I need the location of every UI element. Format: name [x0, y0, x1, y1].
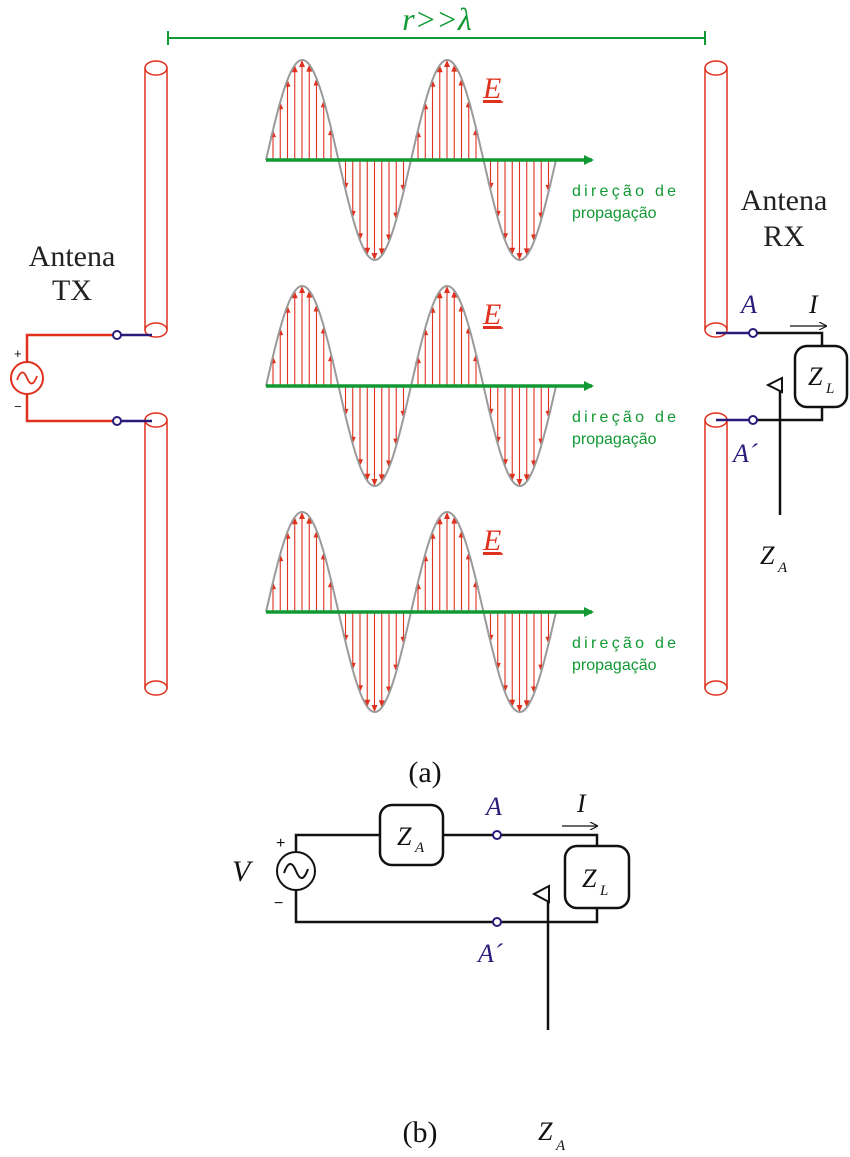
source-v-label: V [232, 855, 254, 888]
equivalent-circuit: Z A Z L + − V A A´ I Z A [232, 789, 631, 1154]
tx-minus-sign: − [14, 399, 22, 414]
field-vector-head [371, 478, 378, 486]
source-za-box [378, 803, 445, 867]
source-plus: + [276, 835, 285, 852]
field-vector-head [306, 64, 313, 72]
rx-load-z: Z [808, 362, 823, 391]
tx-antenna: + − Antena TX [10, 60, 168, 696]
field-vector-head [451, 290, 458, 298]
field-vectors [270, 286, 552, 486]
field-vector-head [516, 478, 523, 486]
rx-load-box [793, 344, 849, 409]
field-vector-head [444, 60, 450, 68]
field-vector-head [291, 65, 298, 73]
circuit-a-label: A [484, 792, 502, 821]
field-vector-head [509, 473, 516, 481]
propagation-text-line2: propagação [572, 431, 657, 448]
field-vector-head [306, 516, 313, 524]
propagation-text-line1: direção de [572, 183, 676, 200]
circuit-za-z: Z [538, 1117, 553, 1146]
distance-dimension: r>>λ [167, 1, 706, 45]
field-vector-head [364, 699, 371, 707]
field-vector-head [436, 291, 443, 299]
field-vector-head [436, 517, 443, 525]
field-vector-head [299, 512, 305, 520]
load-zl-box [563, 844, 631, 910]
source-za-sub: A [414, 840, 425, 856]
field-label: E [482, 524, 501, 557]
field-vector-head [444, 286, 450, 294]
field-vector-head [451, 516, 458, 524]
field-vector-head [516, 252, 523, 260]
field-vector-head [378, 700, 385, 708]
circuit-terminal-a [492, 830, 502, 840]
field-vector-head [299, 286, 305, 294]
tx-plus-sign: + [14, 346, 22, 361]
tx-terminal-top [112, 330, 122, 340]
field-label: E [482, 72, 501, 105]
source-minus: − [274, 895, 283, 912]
field-vector-head [306, 290, 313, 298]
rx-za-z: Z [760, 541, 775, 570]
tx-terminal-bottom [112, 416, 122, 426]
rx-terminal-a-prime-label: A´ [731, 439, 759, 468]
rx-antenna: Z L A A´ I Z A Antena RX [704, 60, 849, 696]
field-vector-head [364, 247, 371, 255]
source-za-z: Z [397, 822, 412, 851]
tx-label-line2: TX [52, 274, 92, 307]
field-label: E [482, 298, 501, 331]
circuit-za-sub: A [555, 1138, 566, 1154]
field-vector-head [451, 64, 458, 72]
field-vector-head [371, 704, 378, 712]
caption-b: (b) [403, 1116, 438, 1149]
field-vector-head [509, 247, 516, 255]
field-vector-head [299, 60, 305, 68]
rx-terminal-a [748, 328, 758, 338]
rx-load-sub: L [825, 381, 834, 397]
rx-label-line2: RX [763, 220, 805, 253]
field-vector-head [436, 65, 443, 73]
circuit-a-prime-label: A´ [476, 939, 504, 968]
load-zl-sub: L [599, 883, 608, 899]
field-vector-head [509, 699, 516, 707]
rx-terminal-a-prime [748, 415, 758, 425]
field-vector-head [444, 512, 450, 520]
field-vector-head [523, 700, 530, 708]
field-vector-head [516, 704, 523, 712]
rx-za-sub: A [777, 560, 788, 576]
circuit-terminal-a-prime [492, 917, 502, 927]
rx-label-line1: Antena [741, 184, 828, 217]
propagation-text-line2: propagação [572, 657, 657, 674]
field-vector-head [364, 473, 371, 481]
field-vector-head [523, 248, 530, 256]
field-vector-head [378, 474, 385, 482]
caption-a: (a) [408, 756, 441, 789]
propagation-text-line1: direção de [572, 409, 676, 426]
field-vector-head [371, 252, 378, 260]
propagation-text-line2: propagação [572, 205, 657, 222]
rx-current-label: I [808, 290, 819, 319]
tx-label-line1: Antena [29, 240, 116, 273]
field-vector-head [378, 248, 385, 256]
field-vector-head [291, 291, 298, 299]
propagation-text-line1: direção de [572, 635, 676, 652]
distance-label: r>>λ [402, 1, 472, 37]
field-vector-head [523, 474, 530, 482]
rx-terminal-a-label: A [739, 290, 757, 319]
field-vector-head [291, 517, 298, 525]
field-vectors [270, 60, 552, 260]
circuit-current-label: I [576, 789, 587, 818]
load-zl-z: Z [582, 864, 597, 893]
